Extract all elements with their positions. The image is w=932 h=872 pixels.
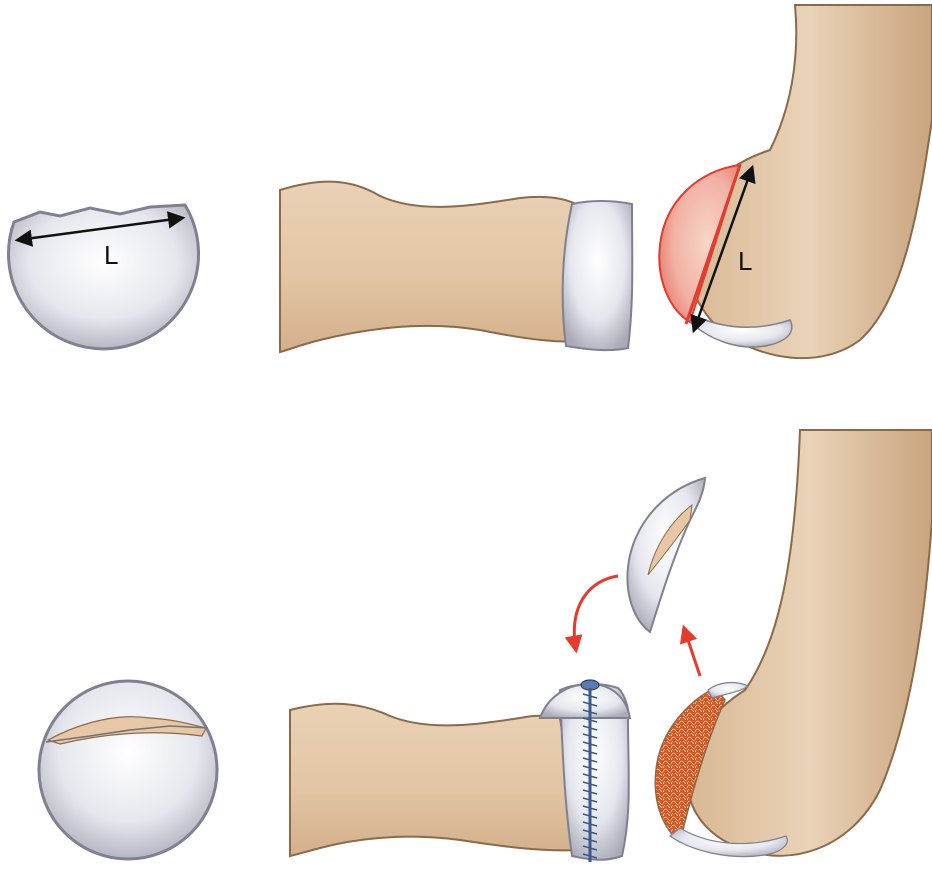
radius-head-cartilage — [563, 201, 633, 350]
humerus-top: L — [659, 5, 932, 358]
radius-shaft-top — [280, 182, 632, 352]
harvested-graft — [627, 478, 705, 632]
condyle-chord-label: L — [738, 246, 752, 276]
radial-head-bottom — [39, 681, 217, 859]
head-chord-label: L — [104, 240, 118, 270]
arrow-to-radius — [574, 576, 618, 650]
radial-head-top: L — [9, 205, 199, 349]
radius-shaft-bottom — [290, 680, 630, 862]
arrow-from-donor — [684, 628, 700, 676]
